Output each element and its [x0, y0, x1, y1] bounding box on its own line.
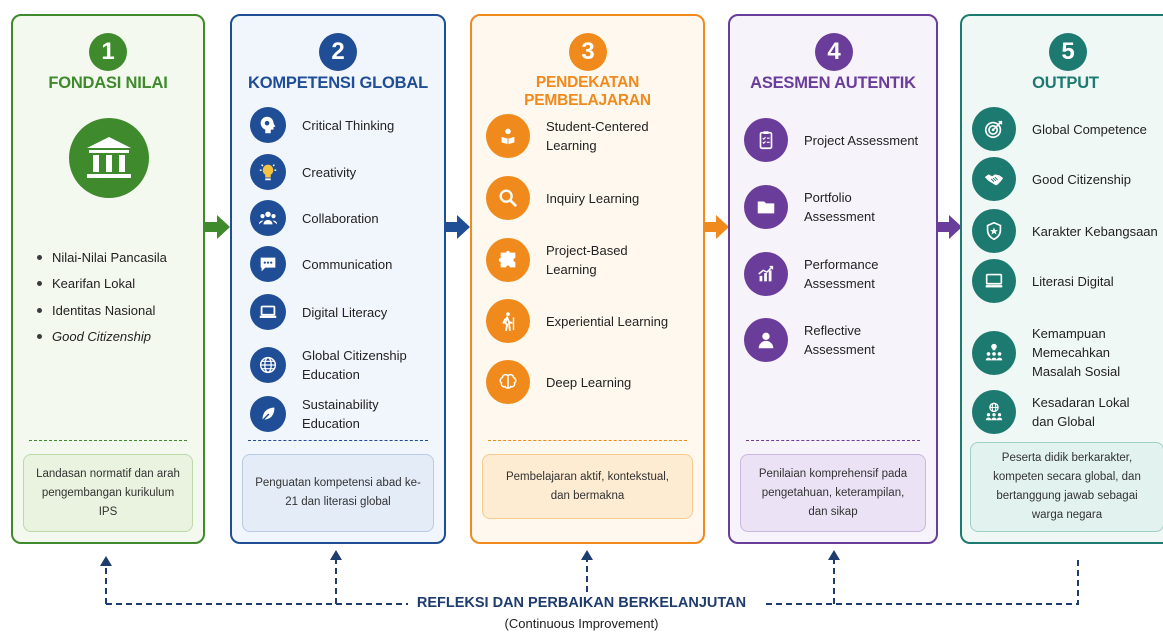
column-title: ASESMEN AUTENTIK	[750, 74, 916, 92]
column-title: PENDEKATAN PEMBELAJARAN	[524, 74, 651, 109]
list-item: Sustainability Education	[250, 395, 412, 433]
list-item: Student-Centered Learning	[486, 114, 666, 158]
column-title: OUTPUT	[1032, 74, 1099, 92]
list-item: Performance Assessment	[744, 252, 894, 296]
brain-icon	[486, 360, 530, 404]
monitor-icon	[972, 259, 1016, 303]
puzzle-icon	[486, 238, 530, 282]
arrow-right-icon	[937, 215, 962, 239]
step-number-3: 3	[569, 33, 607, 71]
divider	[746, 440, 920, 441]
bar-chart-icon	[744, 252, 788, 296]
hiker-icon	[486, 299, 530, 343]
list-item: Kemampuan Memecahkan Masalah Sosial	[972, 324, 1124, 381]
person-icon	[744, 318, 788, 362]
column-title: KOMPETENSI GLOBAL	[248, 74, 428, 92]
column-summary: Penguatan kompetensi abad ke-21 dan lite…	[242, 454, 434, 532]
globe-icon	[250, 347, 286, 383]
list-item: Literasi Digital	[972, 259, 1114, 303]
list-item: Portfolio Assessment	[744, 185, 894, 229]
list-item: Collaboration	[250, 200, 379, 236]
people-idea-icon	[972, 330, 1016, 375]
leaf-icon	[250, 396, 286, 432]
arrow-right-icon	[445, 215, 470, 239]
column-title: FONDASI NILAI	[48, 74, 168, 92]
clipboard-checklist-icon	[744, 118, 788, 162]
list-item: Kearifan Lokal	[37, 271, 167, 298]
list-item: Global Competence	[972, 107, 1147, 151]
divider	[248, 440, 428, 441]
list-item: Karakter Kebangsaan	[972, 209, 1158, 253]
list-item: Critical Thinking	[250, 107, 394, 143]
list-item: Project-Based Learning	[486, 238, 646, 282]
laptop-icon	[250, 294, 286, 330]
people-group-icon	[250, 200, 286, 236]
feedback-title: REFLEKSI DAN PERBAIKAN BERKELANJUTAN	[416, 595, 747, 611]
head-gear-icon	[250, 107, 286, 143]
column-summary: Pembelajaran aktif, kontekstual, dan ber…	[482, 454, 693, 519]
feedback-subtitle: (Continuous Improvement)	[504, 616, 659, 631]
target-icon	[972, 107, 1016, 151]
column-summary: Landasan normatif dan arah pengembangan …	[23, 454, 193, 532]
column-pendekatan-pembelajaran: 3 PENDEKATAN PEMBELAJARAN Student-Center…	[470, 14, 705, 544]
list-item: Inquiry Learning	[486, 176, 639, 220]
list-item: Good Citizenship	[972, 157, 1131, 201]
globe-people-icon	[972, 390, 1016, 434]
column-fondasi-nilai: 1 FONDASI NILAI Nilai-Nilai Pancasila Ke…	[11, 14, 205, 544]
list-item: Experiential Learning	[486, 299, 668, 343]
step-number-1: 1	[89, 33, 127, 71]
institution-building-icon	[69, 118, 149, 198]
shield-star-icon	[972, 209, 1016, 253]
column-asesmen-autentik: 4 ASESMEN AUTENTIK Project Assessment Po…	[728, 14, 938, 544]
column-output: 5 OUTPUT Global Competence Good Citizens…	[960, 14, 1163, 544]
list-item: Project Assessment	[744, 118, 918, 162]
list-item: Global Citizenship Education	[250, 346, 422, 384]
folder-icon	[744, 185, 788, 229]
list-item: Communication	[250, 246, 392, 282]
chat-bubble-icon	[250, 246, 286, 282]
magnifier-icon	[486, 176, 530, 220]
list-item: Nilai-Nilai Pancasila	[37, 244, 167, 271]
step-number-2: 2	[319, 33, 357, 71]
list-item: Creativity	[250, 154, 356, 190]
handshake-icon	[972, 157, 1016, 201]
column-summary: Penilaian komprehensif pada pengetahuan,…	[740, 454, 926, 532]
student-reading-icon	[486, 114, 530, 158]
list-item: Deep Learning	[486, 360, 631, 404]
arrow-right-icon	[205, 215, 230, 239]
list-item: Digital Literacy	[250, 294, 387, 330]
value-list: Nilai-Nilai Pancasila Kearifan Lokal Ide…	[37, 244, 167, 350]
list-item: Kesadaran Lokal dan Global	[972, 390, 1132, 434]
lightbulb-icon	[250, 154, 286, 190]
arrow-right-icon	[704, 215, 729, 239]
column-summary: Peserta didik berkarakter, kompeten seca…	[970, 442, 1163, 532]
step-number-5: 5	[1049, 33, 1087, 71]
list-item: Identitas Nasional	[37, 297, 167, 324]
step-number-4: 4	[815, 33, 853, 71]
divider	[488, 440, 687, 441]
column-kompetensi-global: 2 KOMPETENSI GLOBAL Critical Thinking Cr…	[230, 14, 446, 544]
list-item: Good Citizenship	[37, 324, 167, 351]
divider	[29, 440, 187, 441]
list-item: Reflective Assessment	[744, 318, 894, 362]
